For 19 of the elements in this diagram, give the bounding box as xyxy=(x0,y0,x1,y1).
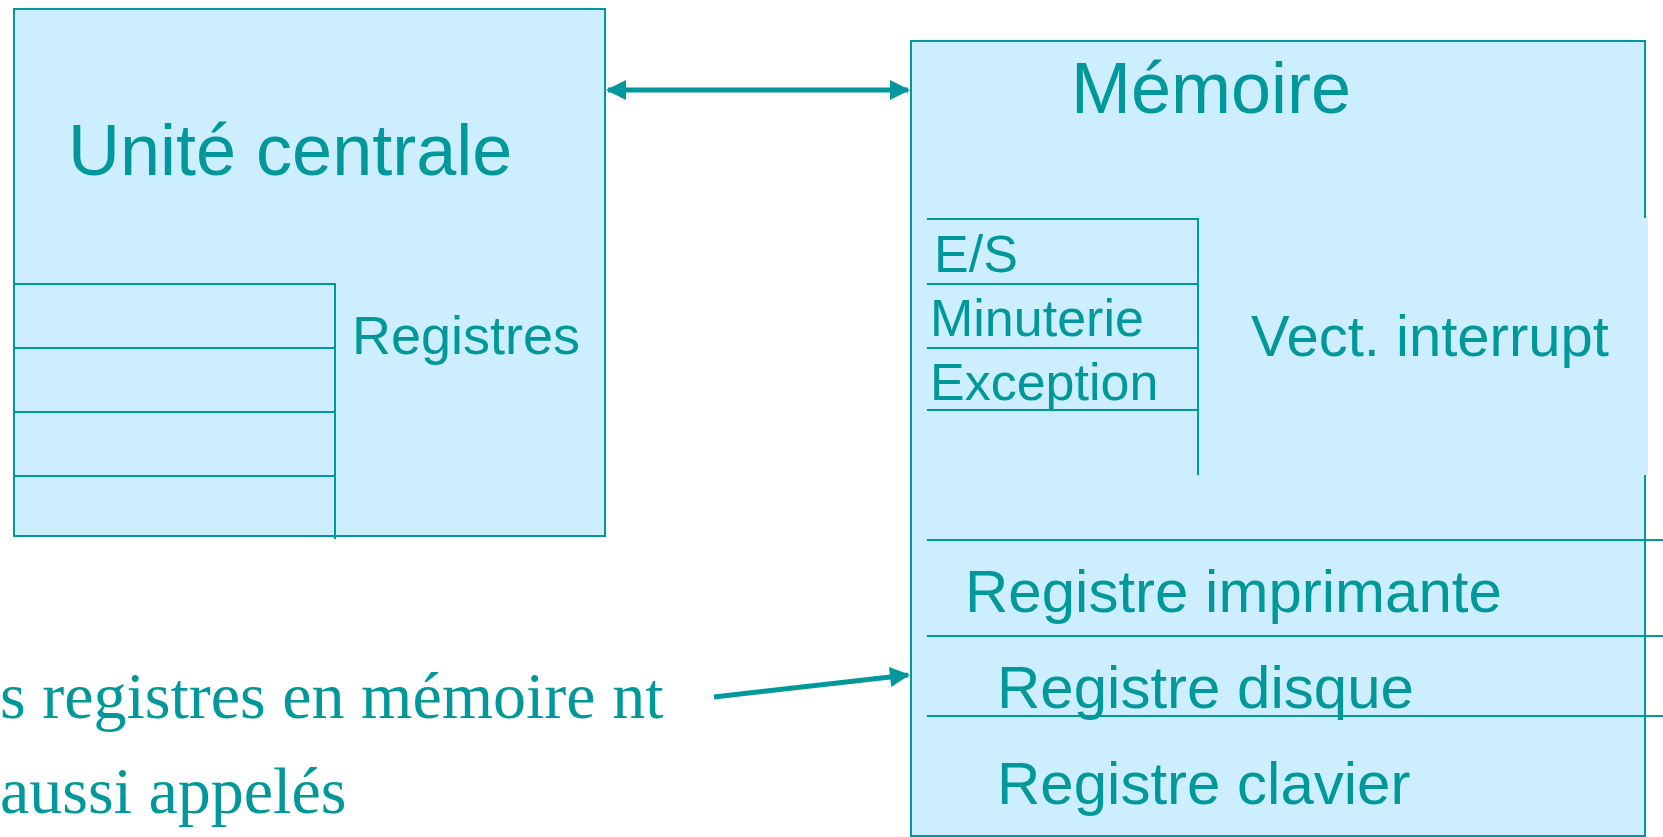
note-text: s registres en mémoire nt aussi appelés xyxy=(0,648,690,837)
row-label: Minuterie xyxy=(930,292,1144,344)
double-arrow xyxy=(606,80,910,100)
vector-row xyxy=(927,283,1199,347)
register-row xyxy=(15,347,336,411)
register-row xyxy=(15,475,336,539)
register-row xyxy=(15,411,336,475)
row-label: E/S xyxy=(934,228,1018,280)
row-label: Registre imprimante xyxy=(965,562,1502,622)
register-row xyxy=(15,283,336,347)
row-label: Exception xyxy=(930,356,1159,408)
row-label: Registre clavier xyxy=(997,754,1411,814)
vector-row xyxy=(927,218,1199,283)
box-title: Unité centrale xyxy=(68,114,513,186)
row-label: Registre disque xyxy=(997,658,1414,718)
vector-row xyxy=(927,347,1199,411)
box-title: Mémoire xyxy=(1071,52,1352,124)
arrow xyxy=(713,667,910,700)
cpu-box xyxy=(13,8,606,537)
